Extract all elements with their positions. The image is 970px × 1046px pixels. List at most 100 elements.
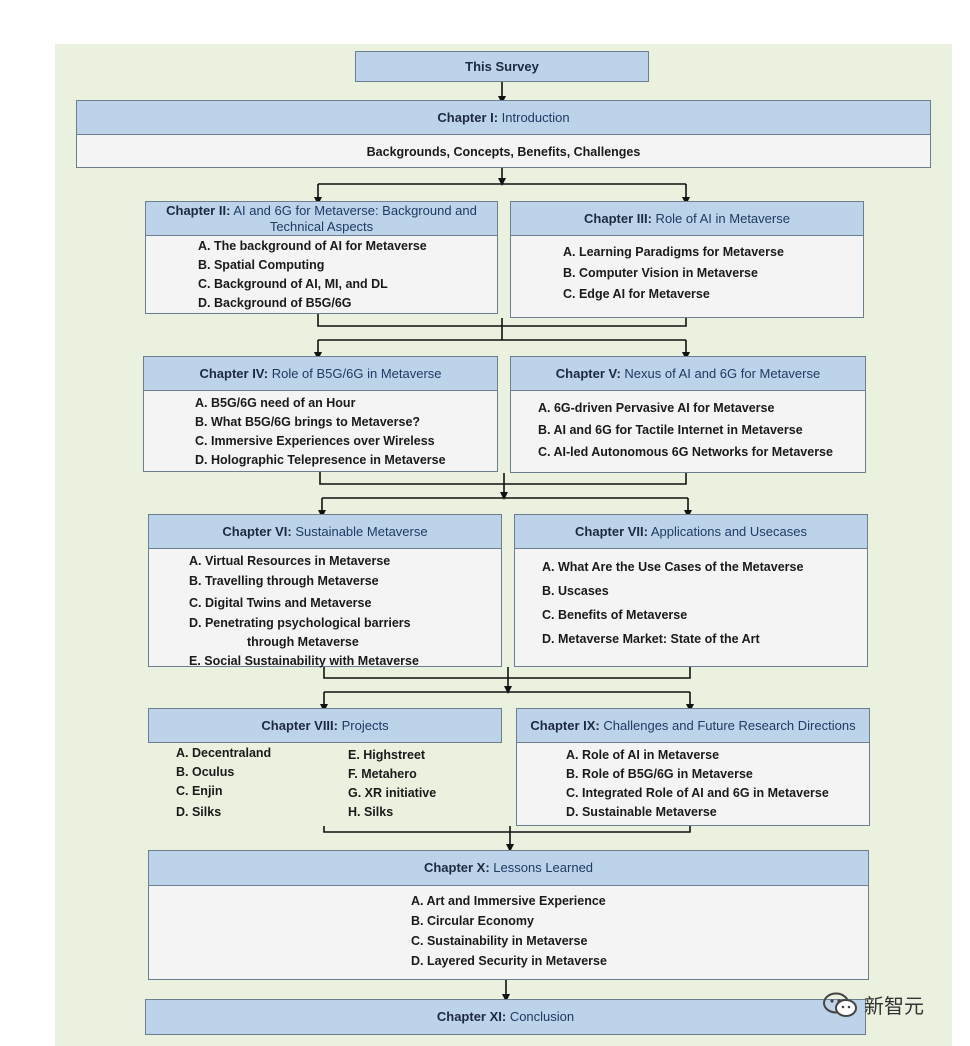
list-item: C. Immersive Experiences over Wireless (195, 434, 435, 448)
chapter-4-body: A. B5G/6G need of an Hour B. What B5G/6G… (143, 390, 498, 472)
chapter-8-header: Chapter VIII: Projects (148, 708, 502, 743)
chapter-3-body: A. Learning Paradigms for Metaverse B. C… (510, 235, 864, 318)
list-item: C. AI-led Autonomous 6G Networks for Met… (538, 445, 833, 459)
list-item: C. Enjin (176, 784, 223, 798)
chapter-4-number: Chapter IV: (199, 365, 269, 381)
chapter-9-body: A. Role of AI in Metaverse B. Role of B5… (516, 742, 870, 826)
chapter-9-items: A. Role of AI in Metaverse B. Role of B5… (566, 746, 869, 822)
chapter-8-items-right: E. Highstreet F. Metahero G. XR initiati… (348, 746, 436, 822)
list-item: E. Highstreet (348, 748, 426, 762)
merge-bar-4 (323, 667, 691, 679)
list-item: C. Integrated Role of AI and 6G in Metav… (566, 786, 829, 800)
chapter-6-title: Sustainable Metaverse (291, 523, 428, 539)
chapter-4-header: Chapter IV: Role of B5G/6G in Metaverse (143, 356, 498, 391)
chapter-6-header: Chapter VI: Sustainable Metaverse (148, 514, 502, 549)
chapter-5-header: Chapter V: Nexus of AI and 6G for Metave… (510, 356, 866, 391)
list-item: C. Background of AI, MI, and DL (198, 277, 388, 291)
list-item: A. Decentraland (176, 746, 272, 760)
chapter-1-summary: Backgrounds, Concepts, Benefits, Challen… (366, 145, 641, 159)
chapter-5-title: Nexus of AI and 6G for Metaverse (620, 365, 821, 381)
chapter-8-items-left: A. Decentraland B. Oculus C. Enjin D. Si… (176, 744, 271, 823)
chapter-8-number: Chapter VIII: (261, 717, 338, 733)
list-item: B. Spatial Computing (198, 258, 325, 272)
list-item: A. 6G-driven Pervasive AI for Metaverse (538, 401, 775, 415)
merge-bar-3 (319, 472, 687, 485)
chapter-10-body: A. Art and Immersive Experience B. Circu… (148, 885, 869, 980)
chapter-11-number: Chapter XI: (436, 1009, 507, 1024)
merge-bar-5 (323, 826, 691, 833)
list-item: B. Travelling through Metaverse (189, 574, 379, 588)
chapter-10-header: Chapter X: Lessons Learned (148, 850, 869, 886)
list-item: B. Role of B5G/6G in Metaverse (566, 767, 753, 781)
chapter-10-title: Lessons Learned (489, 860, 594, 875)
list-item: C. Digital Twins and Metaverse (189, 596, 372, 610)
chapter-3-number: Chapter III: (584, 210, 652, 226)
list-item: D. Penetrating psychological barriers (189, 616, 411, 630)
list-item: A. What Are the Use Cases of the Metaver… (542, 560, 804, 574)
chapter-1-header: Chapter I: Introduction (76, 100, 931, 135)
chapter-3-title: Role of AI in Metaverse (651, 210, 790, 226)
chapter-7-body: A. What Are the Use Cases of the Metaver… (514, 548, 868, 667)
watermark: 新智元 (822, 990, 924, 1019)
watermark-text: 新智元 (864, 996, 924, 1018)
list-item: E. Social Sustainability with Metaverse (189, 654, 419, 668)
list-item: C. Sustainability in Metaverse (411, 934, 588, 948)
chapter-1-body: Backgrounds, Concepts, Benefits, Challen… (76, 134, 931, 168)
list-item: G. XR initiative (348, 786, 437, 800)
list-item: D. Holographic Telepresence in Metaverse (195, 453, 446, 467)
chapter-6-items: A. Virtual Resources in Metaverse B. Tra… (189, 552, 501, 671)
chapter-7-number: Chapter VII: (575, 523, 648, 539)
chapter-2-title: AI and 6G for Metaverse: Background and … (230, 202, 477, 234)
list-item: A. The background of AI for Metaverse (198, 239, 427, 253)
chapter-1-title: Introduction (498, 109, 570, 125)
chapter-9-header: Chapter IX: Challenges and Future Resear… (516, 708, 870, 743)
chapter-5-number: Chapter V: (555, 365, 621, 381)
survey-label: This Survey (465, 58, 539, 74)
list-item: A. Virtual Resources in Metaverse (189, 554, 391, 568)
list-item: B. Computer Vision in Metaverse (563, 266, 758, 280)
chapter-10-number: Chapter X: (423, 860, 490, 875)
list-item: A. Learning Paradigms for Metaverse (563, 245, 784, 259)
list-item: C. Benefits of Metaverse (542, 608, 688, 622)
chapter-3-header: Chapter III: Role of AI in Metaverse (510, 201, 864, 236)
list-item: through Metaverse (247, 635, 359, 649)
chapter-4-title: Role of B5G/6G in Metaverse (268, 365, 442, 381)
list-item: B. Circular Economy (411, 914, 534, 928)
list-item: D. Background of B5G/6G (198, 296, 352, 310)
chapter-5-items: A. 6G-driven Pervasive AI for Metaverse … (538, 397, 865, 463)
list-item: D. Silks (176, 805, 222, 819)
chapter-2-number: Chapter II: (166, 202, 231, 218)
list-item: B. Uscases (542, 584, 609, 598)
chapter-3-items: A. Learning Paradigms for Metaverse B. C… (563, 242, 863, 305)
list-item: F. Metahero (348, 767, 417, 781)
chapter-8-title: Projects (338, 717, 389, 733)
survey-box: This Survey (355, 51, 649, 82)
chapter-1-number: Chapter I: (437, 109, 499, 125)
chapter-11-header: Chapter XI: Conclusion (145, 999, 866, 1035)
wechat-icon (823, 992, 857, 1017)
list-item: A. Art and Immersive Experience (411, 894, 606, 908)
chapter-5-body: A. 6G-driven Pervasive AI for Metaverse … (510, 390, 866, 473)
list-item: C. Edge AI for Metaverse (563, 287, 710, 301)
chapter-10-items: A. Art and Immersive Experience B. Circu… (411, 891, 868, 971)
chapter-7-items: A. What Are the Use Cases of the Metaver… (542, 555, 867, 651)
chapter-2-header: Chapter II: AI and 6G for Metaverse: Bac… (145, 201, 498, 236)
list-item: D. Sustainable Metaverse (566, 805, 717, 819)
chapter-11-title: Conclusion (506, 1009, 575, 1024)
chapter-9-title: Challenges and Future Research Direction… (599, 717, 856, 733)
list-item: B. What B5G/6G brings to Metaverse? (195, 415, 421, 429)
chapter-6-body: A. Virtual Resources in Metaverse B. Tra… (148, 548, 502, 668)
list-item: A. B5G/6G need of an Hour (195, 396, 356, 410)
chapter-6-number: Chapter VI: (222, 523, 292, 539)
chapter-4-items: A. B5G/6G need of an Hour B. What B5G/6G… (195, 394, 497, 470)
chapter-2-items: A. The background of AI for Metaverse B.… (198, 237, 497, 313)
chapter-2-body: A. The background of AI for Metaverse B.… (145, 235, 498, 314)
chapter-7-header: Chapter VII: Applications and Usecases (514, 514, 868, 549)
list-item: B. Oculus (176, 765, 235, 779)
list-item: H. Silks (348, 805, 394, 819)
chapter-9-number: Chapter IX: (530, 717, 600, 733)
list-item: D. Layered Security in Metaverse (411, 954, 607, 968)
chapter-7-title: Applications and Usecases (647, 523, 807, 539)
list-item: B. AI and 6G for Tactile Internet in Met… (538, 423, 803, 437)
